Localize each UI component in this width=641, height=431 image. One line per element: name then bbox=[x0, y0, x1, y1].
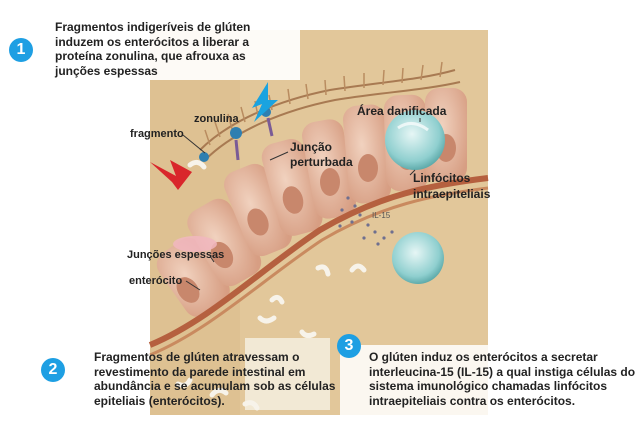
leader-lines bbox=[182, 118, 421, 291]
thick-junction-highlight bbox=[173, 236, 217, 252]
step-1-badge: 1 bbox=[9, 38, 33, 62]
label-linfocitos: Linfócitos intraepiteliais bbox=[413, 171, 491, 201]
label-enterocito: enterócito bbox=[129, 275, 183, 287]
label-juncoes-espessas: Junções espessas bbox=[127, 249, 225, 261]
lymphocyte-lower bbox=[392, 232, 444, 284]
label-juncao-perturbada: Junção perturbada bbox=[290, 140, 353, 169]
gluten-fragments bbox=[175, 159, 367, 411]
label-fragmento: fragmento bbox=[130, 128, 184, 140]
label-zonulina: zonulina bbox=[194, 113, 239, 125]
intestinal-wall bbox=[148, 175, 489, 348]
caption-panel-1 bbox=[50, 18, 300, 80]
step-2-caption: Fragmentos de glúten atravessam o revest… bbox=[94, 350, 336, 408]
label-area-danificada: Área danificada bbox=[357, 104, 447, 118]
red-arrow-icon bbox=[150, 160, 192, 190]
lymphocyte-upper bbox=[385, 110, 445, 170]
step-3-badge: 3 bbox=[337, 334, 361, 358]
blue-arrow-icon bbox=[252, 82, 278, 122]
caption-panel-3 bbox=[340, 345, 490, 415]
zonulina-particles bbox=[199, 107, 274, 162]
step-1-caption: Fragmentos indigeríveis de glúten induze… bbox=[55, 20, 251, 78]
step-3-caption: O glúten induz os enterócitos a secretar… bbox=[369, 350, 636, 408]
caption-panel-2 bbox=[245, 338, 330, 410]
step-2-badge: 2 bbox=[41, 358, 65, 382]
nuclei bbox=[176, 134, 456, 303]
il15-dots bbox=[338, 196, 394, 246]
label-il15: IL-15 bbox=[372, 211, 391, 220]
